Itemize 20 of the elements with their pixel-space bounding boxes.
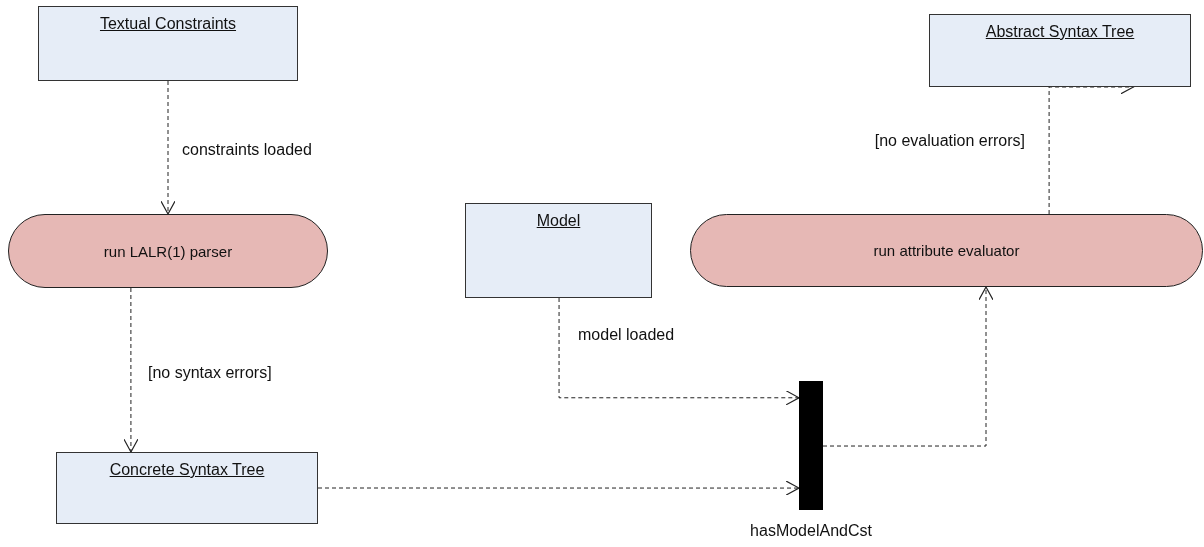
object-node xyxy=(38,6,298,81)
node-label: Concrete Syntax Tree xyxy=(109,461,265,479)
object-node xyxy=(465,203,652,298)
node-label: run LALR(1) parser xyxy=(103,242,233,260)
bar-caption: hasModelAndCst xyxy=(750,522,872,540)
node-label: Textual Constraints xyxy=(99,15,237,33)
arrow xyxy=(317,480,800,496)
action-node xyxy=(690,214,1203,287)
node-label: Model xyxy=(536,212,581,230)
object-node xyxy=(929,14,1191,87)
arrow xyxy=(160,80,176,215)
arrow xyxy=(123,287,139,453)
edge-label: [no syntax errors] xyxy=(148,364,272,382)
edge-label: [no evaluation errors] xyxy=(874,132,1025,150)
arrow xyxy=(558,297,800,406)
node-label: Abstract Syntax Tree xyxy=(985,23,1135,41)
object-node xyxy=(56,452,318,524)
arrow xyxy=(822,286,994,447)
node-label: run attribute evaluator xyxy=(873,242,1020,259)
join-bar xyxy=(799,381,823,510)
